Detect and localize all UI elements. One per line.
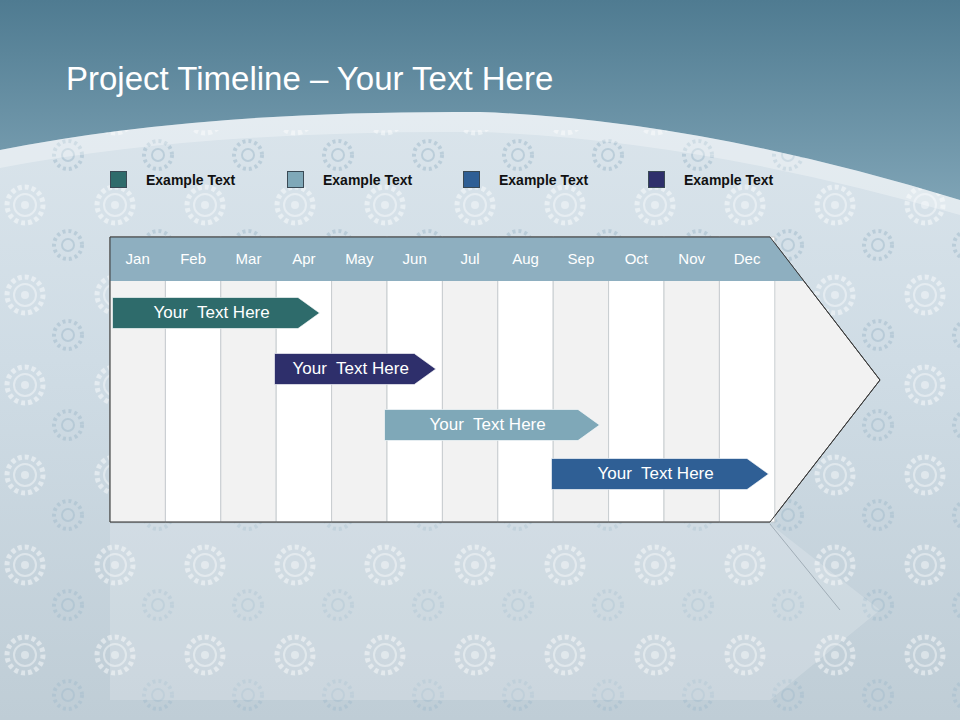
bar-label: Your Text Here [551,464,760,484]
legend-swatch [648,171,665,188]
legend-text: Example Text [323,172,412,188]
month-label: Aug [512,250,539,267]
month-label: Oct [625,250,648,267]
legend-text: Example Text [684,172,773,188]
month-label: Dec [734,250,761,267]
month-label: Jun [403,250,427,267]
month-label: May [345,250,373,267]
month-label: Nov [678,250,705,267]
month-label: Feb [180,250,206,267]
bar-label: Your Text Here [112,303,311,323]
month-label: Sep [568,250,595,267]
legend-swatch [463,171,480,188]
timeline-bar: Your Text Here [551,458,769,490]
legend-swatch [110,171,127,188]
bar-label: Your Text Here [274,359,427,379]
month-label: Jan [126,250,150,267]
timeline-bar: Your Text Here [384,409,600,441]
legend-text: Example Text [146,172,235,188]
slide-title: Project Timeline – Your Text Here [66,60,553,98]
legend-text: Example Text [499,172,588,188]
month-label: Apr [292,250,315,267]
timeline-bar: Your Text Here [112,297,320,329]
timeline-bar: Your Text Here [274,353,436,385]
month-label: Jul [461,250,480,267]
legend-swatch [287,171,304,188]
month-label: Mar [236,250,262,267]
bar-label: Your Text Here [384,415,591,435]
